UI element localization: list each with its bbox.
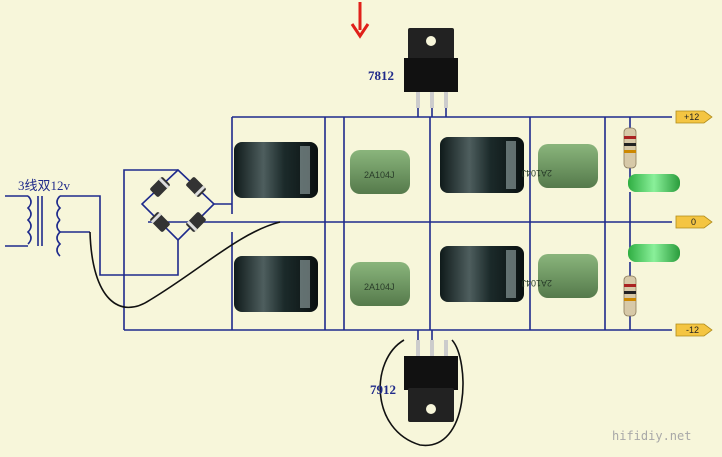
led-top (628, 174, 680, 192)
resistor-top (623, 127, 637, 169)
electrolytic-cap-bottom-right (440, 246, 524, 302)
watermark: hifidiy.net (612, 429, 691, 443)
terminal-zero-label: 0 (691, 217, 696, 227)
transformer: 3线双12v (18, 178, 71, 257)
terminal-pos: +12 (675, 110, 713, 124)
film-cap-label: 2A104J (364, 282, 395, 292)
film-cap-bottom-right: 2A104J (521, 254, 598, 298)
film-cap-label: 2A104J (521, 278, 552, 288)
film-cap-label: 2A104J (521, 168, 552, 178)
black-wires (89, 221, 464, 446)
led-bottom (628, 244, 680, 262)
resistor-bottom (623, 275, 637, 317)
film-cap-top-left: 2A104J (350, 150, 410, 194)
electrolytic-cap-top-left (234, 142, 318, 198)
bridge-rectifier (150, 177, 206, 232)
regulator-7912-label: 7912 (370, 382, 396, 397)
wires (5, 108, 672, 340)
terminal-neg: -12 (675, 323, 713, 337)
red-arrow-icon (350, 2, 370, 39)
film-cap-label: 2A104J (364, 170, 395, 180)
regulator-7812-label: 7812 (368, 68, 394, 83)
terminal-neg-label: -12 (686, 325, 699, 335)
diode-bottom-right (186, 212, 206, 232)
film-cap-top-right: 2A104J (521, 144, 598, 188)
terminal-zero: 0 (675, 215, 713, 229)
transformer-label: 3线双12v (18, 178, 71, 193)
diode-bottom-left (150, 212, 170, 232)
diode-top-right (186, 177, 206, 197)
electrolytic-cap-bottom-left (234, 256, 318, 312)
regulator-7912: 7912 (370, 340, 458, 422)
diode-top-left (150, 177, 170, 197)
film-cap-bottom-left: 2A104J (350, 262, 410, 306)
terminal-pos-label: +12 (684, 112, 699, 122)
regulator-7812: 7812 (368, 28, 458, 108)
electrolytic-cap-top-right (440, 137, 524, 193)
